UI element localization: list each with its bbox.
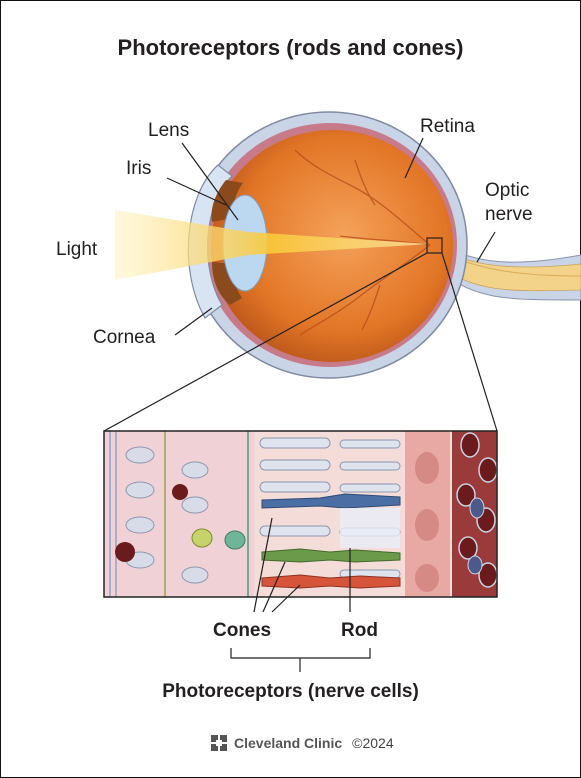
cleveland-clinic-logo-icon — [210, 734, 228, 752]
label-rod: Rod — [341, 620, 378, 642]
label-optic-nerve-2: nerve — [485, 204, 533, 226]
photoreceptor-panel — [104, 431, 497, 597]
brand-name: Cleveland Clinic — [234, 735, 342, 751]
footer: Cleveland Clinic ©2024 — [210, 734, 394, 752]
label-lens: Lens — [148, 120, 189, 142]
label-photoreceptors: Photoreceptors (nerve cells) — [0, 681, 581, 703]
label-optic-nerve-1: Optic — [485, 180, 529, 202]
label-retina: Retina — [420, 116, 475, 138]
copyright: ©2024 — [352, 735, 393, 751]
label-cones: Cones — [213, 620, 271, 642]
label-cornea: Cornea — [93, 327, 155, 349]
label-iris: Iris — [126, 158, 151, 180]
photoreceptor-bracket — [231, 648, 370, 672]
label-light: Light — [56, 239, 97, 261]
